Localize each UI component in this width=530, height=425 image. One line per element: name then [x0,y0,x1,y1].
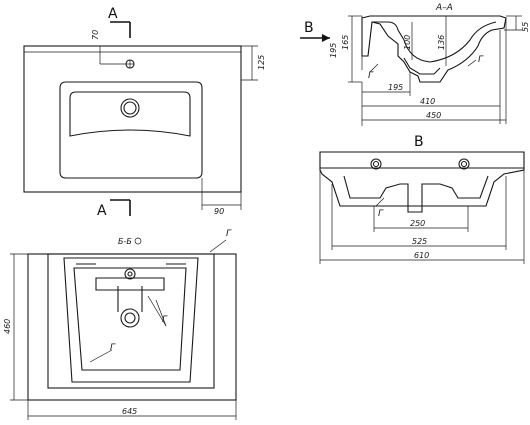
side-view-hole-left [370,158,382,170]
top-view-bowl-inner [69,91,191,137]
dim-90: 90 [214,207,224,216]
dim-645: 645 [122,407,137,416]
top-view-bowl-outer [59,81,203,179]
front-view-basin-inner [73,267,187,371]
dim-250: 250 [410,219,425,228]
dim-55: 55 [521,22,530,32]
front-view-ref: Б-Б [118,237,132,246]
section-drain [403,57,441,75]
side-view-bowl-profile [343,175,489,213]
top-view-drain-inner [123,101,137,115]
side-view-b: B Г 250 525 610 [319,134,525,264]
front-view-tap-hole [124,268,136,280]
section-mark-top: A [108,6,118,22]
dim-195-vertical: 195 [329,43,338,58]
detail-g-right: Г [478,55,484,65]
dim-70: 70 [91,30,100,40]
front-view: Б-Б Г Г Г 460 645 [3,229,237,420]
section-mark-bottom: A [97,203,107,219]
front-detail-g-bottom: Г [110,343,116,353]
detail-g-left: Г [368,71,374,81]
side-detail-g: Г [378,209,384,219]
top-view-drain-outer [120,98,140,118]
dim-450: 450 [426,111,441,120]
section-inner-bowl [372,21,497,63]
dim-410: 410 [420,97,435,106]
section-title: A–A [435,3,453,13]
dim-195-horizontal: 195 [388,83,403,92]
dim-525: 525 [412,237,427,246]
dim-165: 165 [341,35,350,50]
side-view-hole-right [458,158,470,170]
front-view-drain-outer [120,308,140,328]
front-detail-g-top: Г [226,229,232,239]
dim-125: 125 [257,55,266,70]
front-view-drain-inner [124,312,136,324]
view-arrow-head [322,34,330,42]
section-profile [361,15,507,83]
front-detail-g-mid: Г [162,315,168,325]
front-view-inner-frame [47,253,215,389]
front-view-top-slot [95,277,165,291]
dim-136: 136 [437,35,446,50]
top-view-outline [23,45,242,193]
dim-460: 460 [3,319,12,334]
dim-610: 610 [414,251,429,260]
front-view-basin-body [63,257,199,383]
view-arrow-label: B [304,20,314,36]
side-view-label: B [414,134,424,150]
dim-100: 100 [403,35,412,50]
section-view: B A–A 195 165 100 136 55 Г Г 195 [300,3,530,126]
top-view: A A 70 125 90 [23,6,266,219]
